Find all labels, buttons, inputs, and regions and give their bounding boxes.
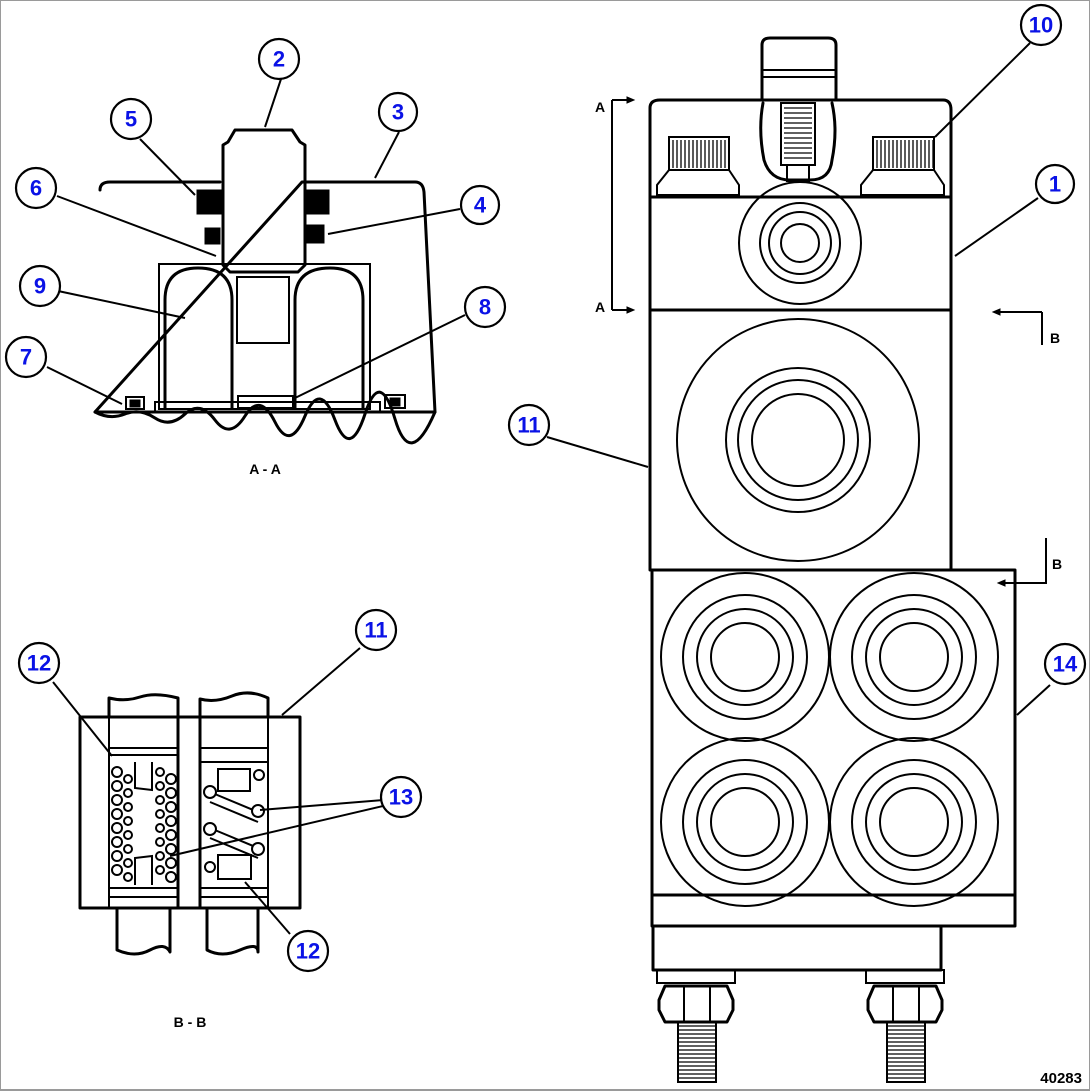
port-4	[829, 737, 999, 907]
svg-text:12: 12	[296, 939, 320, 964]
callout-13[interactable]: 13	[379, 775, 423, 819]
figure-number: 40283	[1040, 1070, 1082, 1087]
lower-ports	[660, 572, 999, 907]
spring-chamber-right	[293, 266, 365, 410]
callout-1[interactable]: 1	[1034, 163, 1076, 205]
section-bb-view: B - B	[78, 691, 302, 1030]
seal-right	[304, 189, 330, 215]
spring-coils-left	[111, 766, 177, 883]
mounting-studs	[656, 969, 945, 1083]
top-body	[648, 98, 953, 312]
shaft-top-right	[198, 691, 270, 719]
callout-3[interactable]: 3	[377, 91, 419, 133]
shaft-bottom-right	[205, 906, 260, 956]
callout-4[interactable]: 4	[459, 184, 501, 226]
svg-text:5: 5	[125, 107, 137, 132]
section-aa-title: A - A	[249, 461, 281, 477]
plunger-stem	[236, 276, 290, 344]
callout-8[interactable]: 8	[463, 285, 507, 329]
svg-text:2: 2	[273, 47, 285, 72]
plug-right-core	[389, 397, 401, 407]
base-plate	[154, 401, 381, 413]
spool-left	[134, 762, 153, 885]
callout-14[interactable]: 14	[1043, 642, 1087, 686]
o-ring-left	[204, 227, 221, 245]
port-2	[829, 572, 999, 742]
section-b-marker: B B	[991, 308, 1062, 587]
base-mount	[651, 924, 943, 972]
plug-right	[384, 394, 406, 409]
middle-block	[648, 308, 953, 572]
callout-5[interactable]: 5	[109, 97, 153, 141]
plug-left-core	[129, 399, 141, 408]
plug-left	[125, 396, 145, 410]
svg-text:8: 8	[479, 295, 491, 320]
section-a-label-top: A	[595, 99, 605, 115]
svg-text:3: 3	[392, 100, 404, 125]
stud-2	[865, 969, 945, 1083]
section-b-label-bottom: B	[1052, 556, 1062, 572]
upper-plunger	[760, 36, 838, 102]
port-1	[660, 572, 830, 742]
spring-right	[209, 791, 259, 859]
callout-12-left[interactable]: 12	[17, 641, 61, 685]
svg-text:10: 10	[1029, 13, 1053, 38]
threaded-stem	[780, 102, 816, 166]
inner-cavity	[158, 263, 371, 410]
block-outline	[78, 715, 302, 910]
callout-6[interactable]: 6	[14, 166, 58, 210]
svg-text:12: 12	[27, 651, 51, 676]
callout-11-section-bb[interactable]: 11	[354, 608, 398, 652]
spring-retainer-bottom	[217, 854, 252, 880]
section-bb-title: B - B	[174, 1014, 207, 1030]
section-aa-view: A - A	[93, 128, 437, 477]
knurled-cap-left	[656, 136, 740, 196]
section-a-label-bottom: A	[595, 299, 605, 315]
callout-12-right[interactable]: 12	[286, 929, 330, 973]
svg-text:9: 9	[34, 274, 46, 299]
svg-text:1: 1	[1049, 172, 1061, 197]
svg-text:7: 7	[20, 345, 32, 370]
svg-text:4: 4	[474, 193, 487, 218]
section-a-marker: A A	[595, 96, 636, 315]
plunger-bore	[759, 101, 837, 182]
section-b-label-top: B	[1050, 330, 1060, 346]
shaft-bottom-left	[115, 906, 172, 956]
port-3	[660, 737, 830, 907]
svg-text:6: 6	[30, 176, 42, 201]
svg-text:11: 11	[364, 618, 387, 643]
middle-port-outer	[676, 318, 920, 562]
shaft-top-left	[107, 693, 180, 719]
callouts: 1 2 3 4 5 6 7 8 9 10 11 11 12 12 13 14	[4, 3, 1087, 973]
callout-9[interactable]: 9	[18, 264, 62, 308]
valve-seat	[237, 395, 294, 409]
svg-text:14: 14	[1053, 652, 1078, 677]
callout-7[interactable]: 7	[4, 335, 48, 379]
leader-lines	[46, 42, 1051, 935]
knurled-cap-right	[860, 136, 945, 196]
upper-port-outer	[738, 181, 862, 305]
housing-outline	[93, 180, 437, 414]
spring-chamber-left	[163, 266, 234, 410]
spring-retainer-top	[217, 768, 251, 792]
callout-11-main[interactable]: 11	[507, 403, 551, 447]
valve-assembly-view: A A B B	[595, 36, 1062, 1083]
o-ring-right	[306, 224, 325, 244]
seal-left	[196, 189, 222, 215]
callout-2[interactable]: 2	[257, 37, 301, 81]
svg-text:11: 11	[517, 413, 540, 438]
svg-text:13: 13	[389, 785, 413, 810]
stud-1	[656, 969, 736, 1083]
callout-10[interactable]: 10	[1019, 3, 1063, 47]
plunger	[221, 128, 307, 274]
